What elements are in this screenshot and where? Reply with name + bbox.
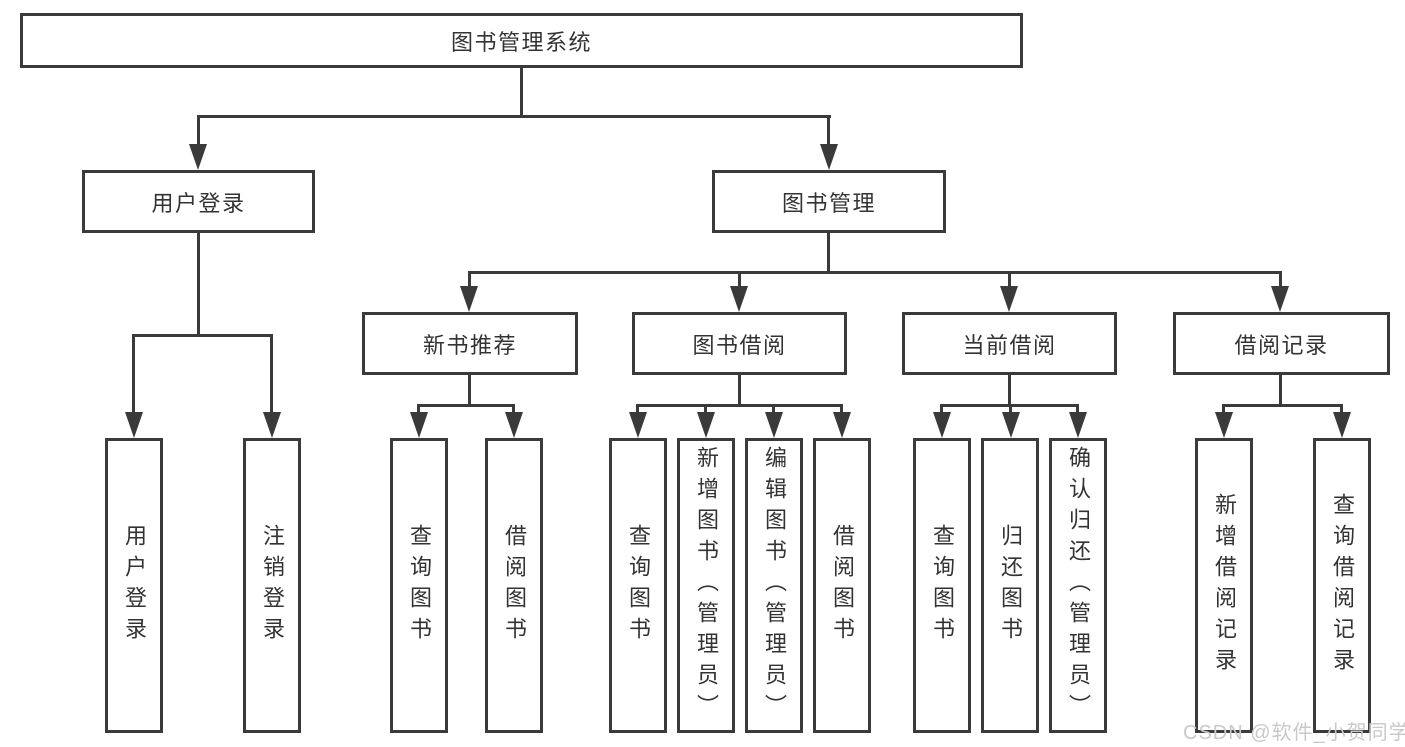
leaf-current-query: 查询图书 (913, 438, 971, 733)
node-book-borrow-label: 图书借阅 (692, 332, 787, 358)
arrowhead-current-return (1002, 412, 1020, 438)
connector-drop-current-borrow (1008, 271, 1011, 288)
arrowhead-borrow-edit (765, 412, 783, 438)
node-borrow-record-label: 借阅记录 (1234, 332, 1329, 358)
connector-drop-record-add (1222, 404, 1225, 414)
leaf-record-add: 新增借阅记录 (1195, 438, 1253, 733)
node-new-book-recommend-label: 新书推荐 (422, 332, 517, 358)
arrowhead-book-borrow (730, 286, 748, 312)
connector-drop-newbook-borrow (512, 404, 515, 414)
connector-level3-branch (468, 271, 1282, 274)
watermark: CSDN @软件_小贺同学 (1183, 722, 1405, 744)
leaf-borrow-edit-admin: 编辑图书（管理员） (745, 438, 803, 733)
connector-management-stem (827, 230, 830, 273)
arrowhead-user-login (189, 144, 207, 170)
arrowhead-newbook-query (410, 412, 428, 438)
arrowhead-book-management (820, 144, 838, 170)
leaf-current-query-label: 查询图书 (930, 523, 955, 648)
connector-drop-leaf-user-login (132, 334, 135, 414)
leaf-logout: 注销登录 (243, 438, 301, 733)
connector-drop-new-book (468, 271, 471, 288)
arrowhead-record-query (1333, 412, 1351, 438)
arrowhead-leaf-logout (263, 412, 281, 438)
leaf-newbook-borrow: 借阅图书 (485, 438, 543, 733)
connector-borrowrecord-branch (1222, 404, 1343, 407)
arrowhead-borrow-borrow (833, 412, 851, 438)
leaf-borrow-borrow-label: 借阅图书 (830, 523, 855, 648)
leaf-logout-label: 注销登录 (260, 523, 285, 648)
arrowhead-leaf-user-login (125, 412, 143, 438)
leaf-record-query: 查询借阅记录 (1313, 438, 1371, 733)
connector-borrowrecord-stem (1279, 372, 1282, 407)
leaf-record-query-label: 查询借阅记录 (1330, 492, 1355, 679)
node-new-book-recommend: 新书推荐 (362, 312, 578, 375)
leaf-borrow-edit-admin-label: 编辑图书（管理员） (762, 446, 787, 725)
arrowhead-borrow-record (1271, 286, 1289, 312)
leaf-user-login-label: 用户登录 (122, 523, 147, 648)
leaf-newbook-borrow-label: 借阅图书 (502, 523, 527, 648)
leaf-user-login: 用户登录 (105, 438, 163, 733)
connector-user-branch (132, 334, 273, 337)
leaf-newbook-query: 查询图书 (390, 438, 448, 733)
arrowhead-current-borrow (1000, 286, 1018, 312)
leaf-borrow-query-label: 查询图书 (626, 523, 651, 648)
connector-drop-current-confirm (1076, 404, 1079, 414)
arrowhead-newbook-borrow (505, 412, 523, 438)
node-root-label: 图书管理系统 (450, 29, 592, 55)
leaf-current-confirm-admin-label: 确认归还（管理员） (1066, 446, 1091, 725)
leaf-borrow-add-admin: 新增图书（管理员） (677, 438, 735, 733)
leaf-borrow-query: 查询图书 (609, 438, 667, 733)
leaf-borrow-borrow: 借阅图书 (813, 438, 871, 733)
leaf-newbook-query-label: 查询图书 (407, 523, 432, 648)
connector-drop-borrow-query (636, 404, 639, 414)
node-current-borrow: 当前借阅 (902, 312, 1117, 375)
connector-drop-borrow-edit (772, 404, 775, 414)
node-user-login: 用户登录 (82, 170, 315, 233)
connector-drop-user-login (197, 115, 200, 145)
connector-bookborrow-branch (636, 404, 843, 407)
connector-drop-borrow-add (704, 404, 707, 414)
leaf-current-return: 归还图书 (981, 438, 1039, 733)
node-root: 图书管理系统 (20, 13, 1023, 68)
connector-root-stem (520, 65, 523, 118)
node-book-management: 图书管理 (712, 170, 946, 233)
connector-newbook-stem (468, 372, 471, 407)
leaf-borrow-add-admin-label: 新增图书（管理员） (694, 446, 719, 725)
connector-bookborrow-stem (738, 372, 741, 407)
connector-user-stem (197, 230, 200, 336)
connector-drop-book-borrow (738, 271, 741, 288)
arrowhead-record-add (1215, 412, 1233, 438)
node-borrow-record: 借阅记录 (1173, 312, 1390, 375)
connector-currentborrow-stem (1008, 372, 1011, 407)
arrowhead-borrow-query (629, 412, 647, 438)
arrowhead-current-confirm (1069, 412, 1087, 438)
leaf-record-add-label: 新增借阅记录 (1212, 492, 1237, 679)
arrowhead-current-query (933, 412, 951, 438)
connector-drop-current-query (940, 404, 943, 414)
connector-drop-borrow-record (1279, 271, 1282, 288)
connector-drop-leaf-logout (270, 334, 273, 414)
leaf-current-return-label: 归还图书 (998, 523, 1023, 648)
connector-drop-record-query (1340, 404, 1343, 414)
arrowhead-borrow-add (697, 412, 715, 438)
connector-drop-newbook-query (417, 404, 420, 414)
arrowhead-new-book (460, 286, 478, 312)
node-user-login-label: 用户登录 (151, 190, 246, 216)
leaf-current-confirm-admin: 确认归还（管理员） (1049, 438, 1107, 733)
connector-newbook-branch (417, 404, 515, 407)
connector-drop-current-return (1009, 404, 1012, 414)
node-current-borrow-label: 当前借阅 (962, 332, 1057, 358)
connector-drop-borrow-borrow (840, 404, 843, 414)
connector-drop-book-management (827, 115, 830, 145)
node-book-management-label: 图书管理 (781, 190, 876, 216)
node-book-borrow: 图书借阅 (632, 312, 847, 375)
connector-level2-branch (197, 115, 831, 118)
